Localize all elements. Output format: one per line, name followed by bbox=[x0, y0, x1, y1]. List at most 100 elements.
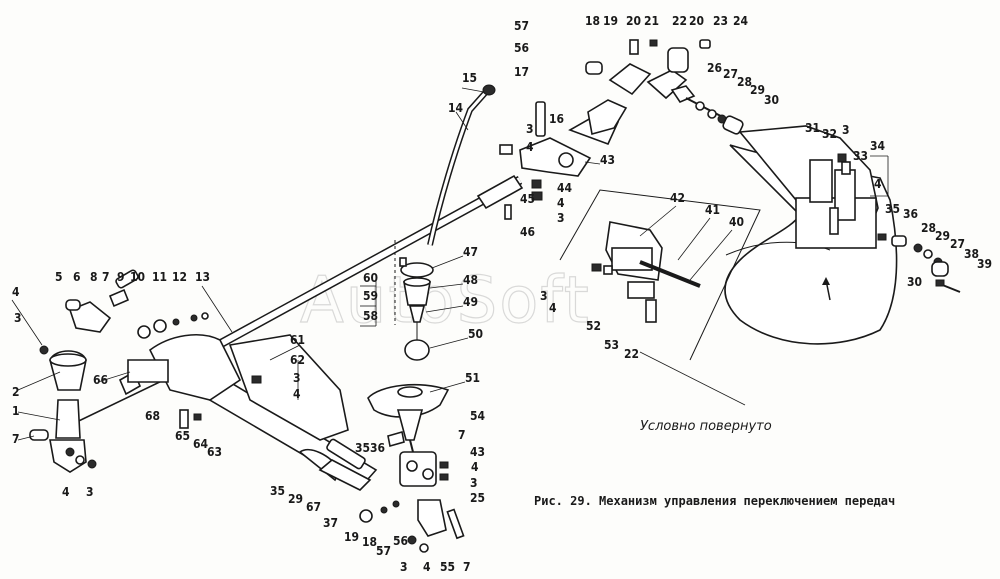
part-label: 30 bbox=[907, 275, 922, 289]
part-label: 55 bbox=[440, 560, 455, 574]
rotated-view-note: Условно повернуто bbox=[640, 419, 772, 434]
part-label: 35 bbox=[885, 202, 900, 216]
central-column-parts bbox=[394, 240, 434, 361]
part-label: 66 bbox=[93, 373, 108, 387]
part-label: 29 bbox=[288, 492, 303, 506]
part-label: 3 bbox=[293, 371, 301, 385]
part-label: 33 bbox=[853, 149, 868, 163]
part-label: 7 bbox=[12, 432, 20, 446]
part-label: 19 bbox=[344, 530, 359, 544]
part-label: 56 bbox=[514, 41, 529, 55]
part-label: 51 bbox=[465, 371, 480, 385]
part-label: 41 bbox=[705, 203, 720, 217]
part-label: 53 bbox=[604, 338, 619, 352]
part-label: 36 bbox=[903, 207, 918, 221]
part-label: 36 bbox=[370, 441, 385, 455]
leader-lines bbox=[11, 87, 889, 441]
part-label: 4 bbox=[12, 285, 20, 299]
part-label: 7 bbox=[102, 270, 110, 284]
part-label: 24 bbox=[733, 14, 749, 28]
part-label: 58 bbox=[363, 309, 378, 323]
lower-lever-linkage bbox=[359, 383, 465, 553]
part-label: 3 bbox=[400, 560, 408, 574]
front-shaft-assembly bbox=[29, 269, 378, 491]
part-label: 17 bbox=[514, 65, 529, 79]
top-linkage bbox=[585, 39, 744, 136]
rotated-detail-view bbox=[559, 189, 761, 361]
part-label: 38 bbox=[964, 247, 979, 261]
part-label: 2 bbox=[12, 385, 20, 399]
part-label: 27 bbox=[723, 67, 738, 81]
part-label: 30 bbox=[764, 93, 779, 107]
part-label: 3 bbox=[86, 485, 94, 499]
part-label: 57 bbox=[376, 544, 391, 558]
part-label: 47 bbox=[463, 245, 478, 259]
part-label: 7 bbox=[463, 560, 471, 574]
part-label: 4 bbox=[874, 177, 882, 191]
part-label: 4 bbox=[62, 485, 70, 499]
part-label: 28 bbox=[737, 75, 752, 89]
part-label: 4 bbox=[557, 196, 565, 210]
part-label: 5 bbox=[55, 270, 63, 284]
part-label: 27 bbox=[950, 237, 965, 251]
part-label: 18 bbox=[585, 14, 600, 28]
part-label: 37 bbox=[323, 516, 338, 530]
part-label: 48 bbox=[463, 273, 478, 287]
part-label: 1 bbox=[12, 404, 20, 418]
part-label: 3 bbox=[557, 211, 565, 225]
figure-caption: Рис. 29. Механизм управления переключени… bbox=[534, 494, 895, 508]
main-control-rod bbox=[197, 174, 524, 359]
part-label: 15 bbox=[462, 71, 477, 85]
part-label: 59 bbox=[363, 289, 378, 303]
part-label: 60 bbox=[363, 271, 378, 285]
part-label: 22 bbox=[672, 14, 687, 28]
part-label: 40 bbox=[729, 215, 744, 229]
part-label: 3 bbox=[470, 476, 478, 490]
part-label: 31 bbox=[805, 121, 820, 135]
part-label: 57 bbox=[514, 19, 529, 33]
part-label: 67 bbox=[306, 500, 321, 514]
part-label: 23 bbox=[713, 14, 728, 28]
part-label: 3 bbox=[540, 289, 548, 303]
part-label: 3 bbox=[842, 123, 850, 137]
part-label: 29 bbox=[935, 229, 950, 243]
part-label: 14 bbox=[448, 101, 464, 115]
part-label: 9 bbox=[117, 270, 125, 284]
part-label: 45 bbox=[520, 192, 535, 206]
shift-lever bbox=[427, 84, 496, 246]
part-label: 18 bbox=[362, 535, 377, 549]
part-label: 12 bbox=[172, 270, 187, 284]
part-label: 54 bbox=[470, 409, 486, 423]
gearbox-housing bbox=[724, 125, 898, 345]
part-label: 4 bbox=[423, 560, 431, 574]
part-label: 10 bbox=[130, 270, 145, 284]
part-label: 20 bbox=[689, 14, 704, 28]
rotated-view-leader bbox=[639, 351, 746, 406]
part-label: 19 bbox=[603, 14, 618, 28]
part-label: 28 bbox=[921, 221, 936, 235]
part-label: 3 bbox=[526, 122, 534, 136]
part-label: 29 bbox=[750, 83, 765, 97]
part-label: 43 bbox=[600, 153, 615, 167]
part-label: 4 bbox=[471, 460, 479, 474]
part-label: 42 bbox=[670, 191, 685, 205]
part-label: 63 bbox=[207, 445, 222, 459]
part-label: 44 bbox=[557, 181, 573, 195]
part-label: 62 bbox=[290, 353, 305, 367]
right-side-fasteners bbox=[877, 233, 961, 293]
part-label: 13 bbox=[195, 270, 210, 284]
part-label: 20 bbox=[626, 14, 641, 28]
part-label: 6 bbox=[73, 270, 81, 284]
part-label: 61 bbox=[290, 333, 305, 347]
part-label: 34 bbox=[870, 139, 886, 153]
part-label: 32 bbox=[822, 127, 837, 141]
part-label: 46 bbox=[520, 225, 535, 239]
part-label: 64 bbox=[193, 437, 209, 451]
part-label: 7 bbox=[458, 428, 466, 442]
part-label: 35 bbox=[270, 484, 285, 498]
part-label: 65 bbox=[175, 429, 190, 443]
part-label: 39 bbox=[977, 257, 992, 271]
